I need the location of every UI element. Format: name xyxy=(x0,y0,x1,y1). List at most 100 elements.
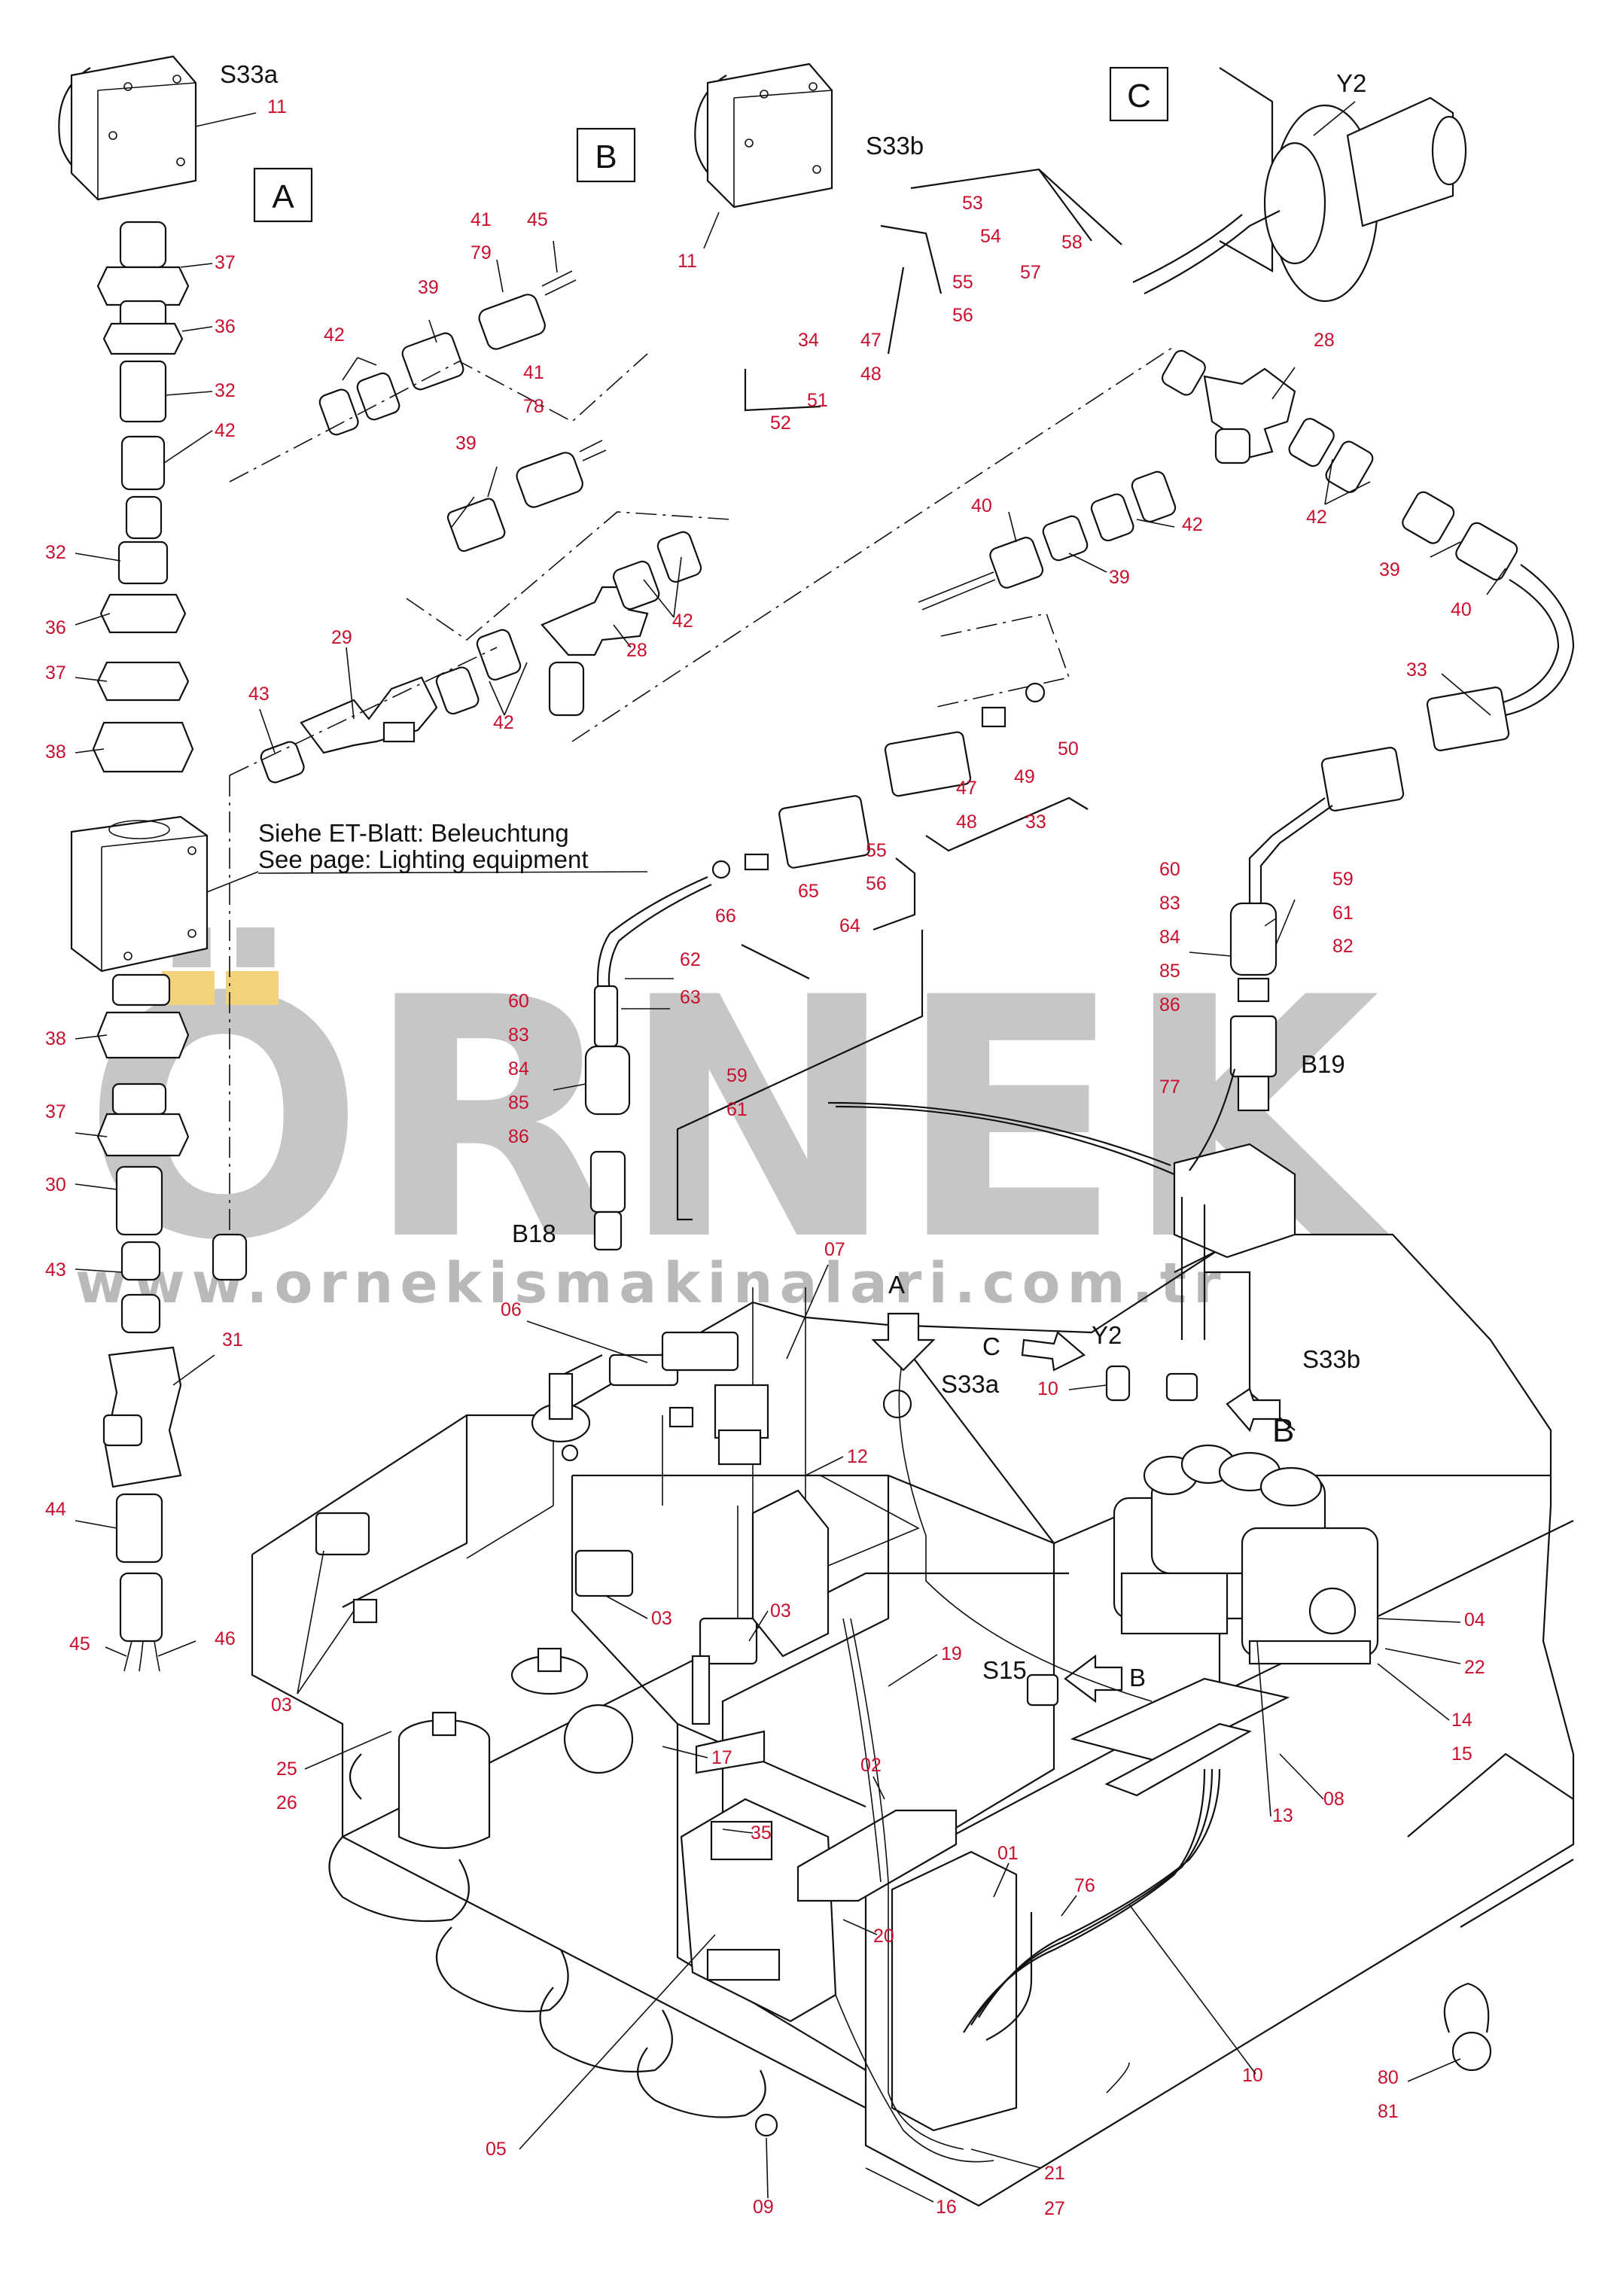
b-tee-assembly xyxy=(259,531,702,784)
part-number: 42 xyxy=(1306,507,1327,528)
part-number: 09 xyxy=(753,2197,774,2218)
arrow-a xyxy=(871,1312,936,1372)
pin-65 xyxy=(744,853,769,871)
note-line2: See page: Lighting equipment xyxy=(258,845,589,873)
c-bracket4 xyxy=(744,369,821,412)
part-number: 79 xyxy=(471,242,492,263)
part-number: 03 xyxy=(651,1608,672,1629)
part-number: 13 xyxy=(1272,1805,1293,1826)
part-number: 82 xyxy=(1332,936,1354,957)
view-box-a xyxy=(253,167,313,223)
part-number: 40 xyxy=(971,495,992,516)
view-box-c-label: C xyxy=(1127,78,1151,114)
machine-arrow-c-label: C xyxy=(982,1332,1000,1360)
part-number: 86 xyxy=(508,1126,529,1147)
watermark-url: www.ornekismakinalari.com.tr xyxy=(75,1251,1228,1316)
part-number: 48 xyxy=(956,812,977,833)
part-number: 60 xyxy=(1159,859,1180,880)
part-number: 10 xyxy=(1242,2065,1263,2086)
c-bracket3 xyxy=(1038,169,1092,242)
c-tee-assembly xyxy=(1162,349,1575,1112)
c-bracket1 xyxy=(880,224,943,294)
part-number: 49 xyxy=(1014,766,1035,787)
part-number: 02 xyxy=(860,1755,882,1776)
watermark: ÖRNEK www.ornekismakinalari.com.tr xyxy=(75,924,1392,1317)
part-number: 50 xyxy=(1058,738,1079,760)
c-bracket6 xyxy=(925,796,1089,852)
part-number: 36 xyxy=(45,617,66,638)
part-number: 46 xyxy=(215,1628,236,1649)
part-number: 19 xyxy=(941,1643,962,1664)
part-number: 65 xyxy=(798,881,819,902)
part-number: 40 xyxy=(1451,599,1472,620)
seal-50 xyxy=(1025,682,1046,703)
part-number: 39 xyxy=(1109,567,1130,588)
arrow-b-engine xyxy=(1226,1387,1281,1433)
c-bracket2 xyxy=(910,168,1122,245)
view-a-assembly: A S33a xyxy=(58,55,313,1672)
part-number: 34 xyxy=(798,330,819,351)
part-number: 39 xyxy=(1379,559,1400,580)
pin-49 xyxy=(981,706,1006,728)
part-number: 42 xyxy=(672,611,693,632)
part-number: 63 xyxy=(680,987,701,1008)
s33a-sensor xyxy=(882,1389,912,1419)
part-number: 33 xyxy=(1025,812,1046,833)
note-line1: Siehe ET-Blatt: Beleuchtung xyxy=(258,819,569,847)
part-number: 37 xyxy=(45,1101,66,1122)
part-number: 38 xyxy=(45,741,66,763)
part-number: 37 xyxy=(45,662,66,684)
part-number: 56 xyxy=(866,873,887,894)
c-bracket7 xyxy=(872,857,916,931)
part-number: 26 xyxy=(276,1792,297,1813)
s33b-switch-box xyxy=(694,62,833,249)
b19-leader xyxy=(1264,918,1277,927)
part-number: 32 xyxy=(45,542,66,563)
part-number: 01 xyxy=(997,1843,1019,1864)
connector-55 xyxy=(778,795,870,869)
part-number: 66 xyxy=(715,906,736,927)
part-number: 45 xyxy=(69,1634,90,1655)
part-number: 15 xyxy=(1451,1743,1472,1765)
part-number: 52 xyxy=(770,413,791,434)
view-b-assembly: B S33b xyxy=(229,62,1175,784)
arrow-c xyxy=(1021,1331,1086,1372)
part-number: 45 xyxy=(527,209,548,230)
s33a-switch-box xyxy=(58,55,257,201)
b-dashline1 xyxy=(229,353,648,483)
part-number: 47 xyxy=(860,330,882,351)
part-number: 07 xyxy=(824,1239,845,1260)
connector-47 xyxy=(884,731,972,797)
part-number: 55 xyxy=(952,272,973,293)
part-number: 83 xyxy=(508,1025,529,1046)
part-number: 86 xyxy=(1159,994,1180,1016)
part-number: 62 xyxy=(680,949,701,970)
y2-sensor xyxy=(1105,1365,1131,1402)
part-number: 27 xyxy=(1044,2198,1065,2219)
watermark-brand: ÖRNEK xyxy=(83,924,1392,1314)
part-number: 61 xyxy=(726,1099,748,1120)
part-number: 42 xyxy=(324,324,345,346)
part-number: 76 xyxy=(1074,1875,1095,1896)
part-number: 57 xyxy=(1020,262,1041,283)
b18-sensor xyxy=(553,875,712,1251)
part-number: 21 xyxy=(1044,2163,1065,2184)
part-number: 77 xyxy=(1159,1076,1180,1098)
part-number: 05 xyxy=(486,2139,507,2160)
part-number: 42 xyxy=(215,420,236,441)
part-number: 47 xyxy=(956,778,977,799)
part-number: 78 xyxy=(523,396,544,417)
part-number: 53 xyxy=(962,193,983,214)
part-number: 17 xyxy=(711,1747,732,1768)
s33b-sensor xyxy=(1165,1372,1198,1402)
part-number: 11 xyxy=(678,251,697,272)
part-number: 04 xyxy=(1464,1609,1485,1631)
part-number: 84 xyxy=(1159,927,1180,948)
clamp-80 xyxy=(1451,2031,1492,2072)
view-c-assembly: C Y2 xyxy=(512,66,1575,1251)
seal-66 xyxy=(711,860,731,879)
part-number: 32 xyxy=(215,380,236,401)
part-number: 31 xyxy=(222,1329,243,1350)
machine-s33b-label: S33b xyxy=(1302,1345,1360,1373)
part-number: 41 xyxy=(523,362,544,383)
